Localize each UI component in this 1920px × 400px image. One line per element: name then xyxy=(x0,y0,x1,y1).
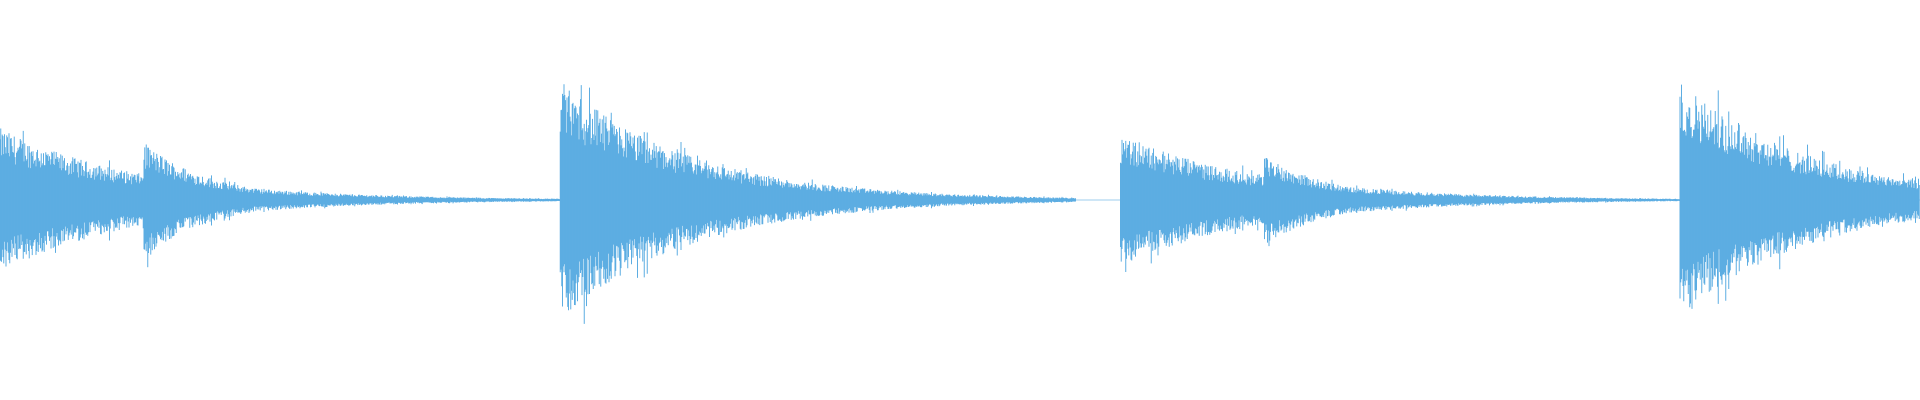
waveform-samples xyxy=(0,84,1920,324)
